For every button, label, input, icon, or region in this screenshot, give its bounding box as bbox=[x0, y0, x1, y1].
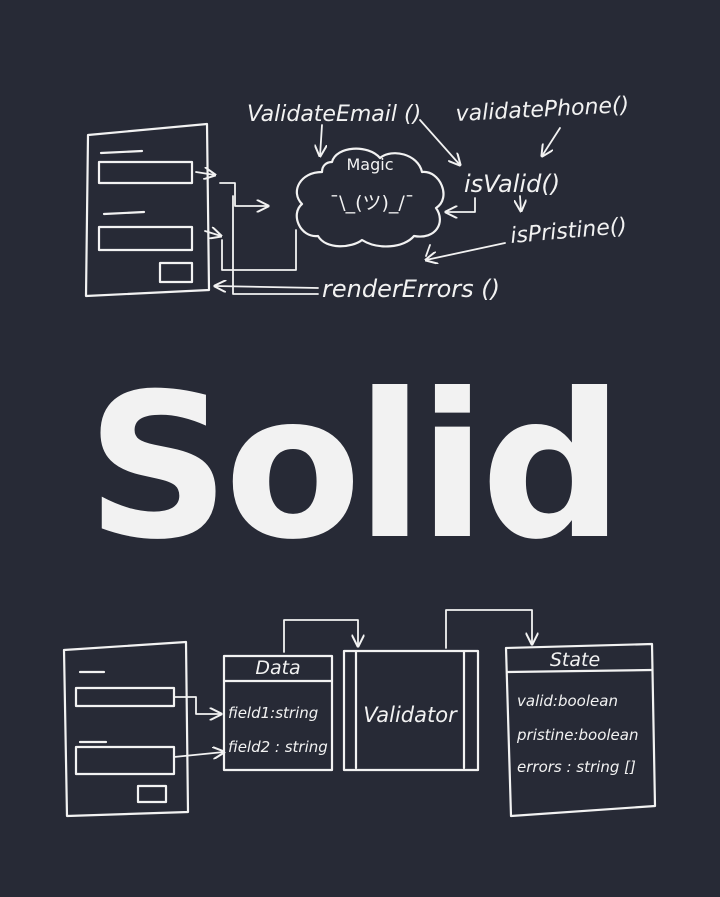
is-pristine-label: isPristine() bbox=[509, 214, 628, 249]
data-class-box: Data field1:string field2 : string bbox=[222, 654, 334, 772]
data-field-1: field1:string bbox=[228, 704, 318, 722]
bottom-connectors bbox=[173, 609, 532, 757]
state-field-3: errors : string [] bbox=[517, 758, 636, 776]
state-field-1: valid:boolean bbox=[517, 692, 618, 710]
validate-phone-label: validatePhone() bbox=[455, 93, 630, 127]
validator-class-box: Validator bbox=[342, 649, 480, 772]
function-labels: ValidateEmail () validatePhone() isValid… bbox=[247, 93, 630, 303]
bottom-form-sketch bbox=[62, 640, 190, 818]
state-class-header: State bbox=[550, 649, 600, 671]
shrug-text: ¯\_(ツ)_/¯ bbox=[330, 192, 415, 214]
render-errors-label: renderErrors () bbox=[322, 275, 500, 303]
data-class-header: Data bbox=[255, 657, 300, 679]
state-field-2: pristine:boolean bbox=[516, 726, 638, 744]
cloud-label: Magic bbox=[346, 155, 393, 174]
validator-label: Validator bbox=[363, 703, 458, 727]
top-connectors bbox=[195, 119, 561, 295]
validate-email-label: ValidateEmail () bbox=[247, 102, 421, 127]
data-field-2: field2 : string bbox=[228, 738, 328, 756]
state-class-box: State valid:boolean pristine:boolean err… bbox=[504, 642, 657, 818]
is-valid-label: isValid() bbox=[464, 170, 560, 198]
magic-cloud: Magic ¯\_(ツ)_/¯ bbox=[295, 147, 445, 248]
title-solid: Solid bbox=[86, 351, 618, 584]
top-form-sketch bbox=[84, 122, 211, 298]
